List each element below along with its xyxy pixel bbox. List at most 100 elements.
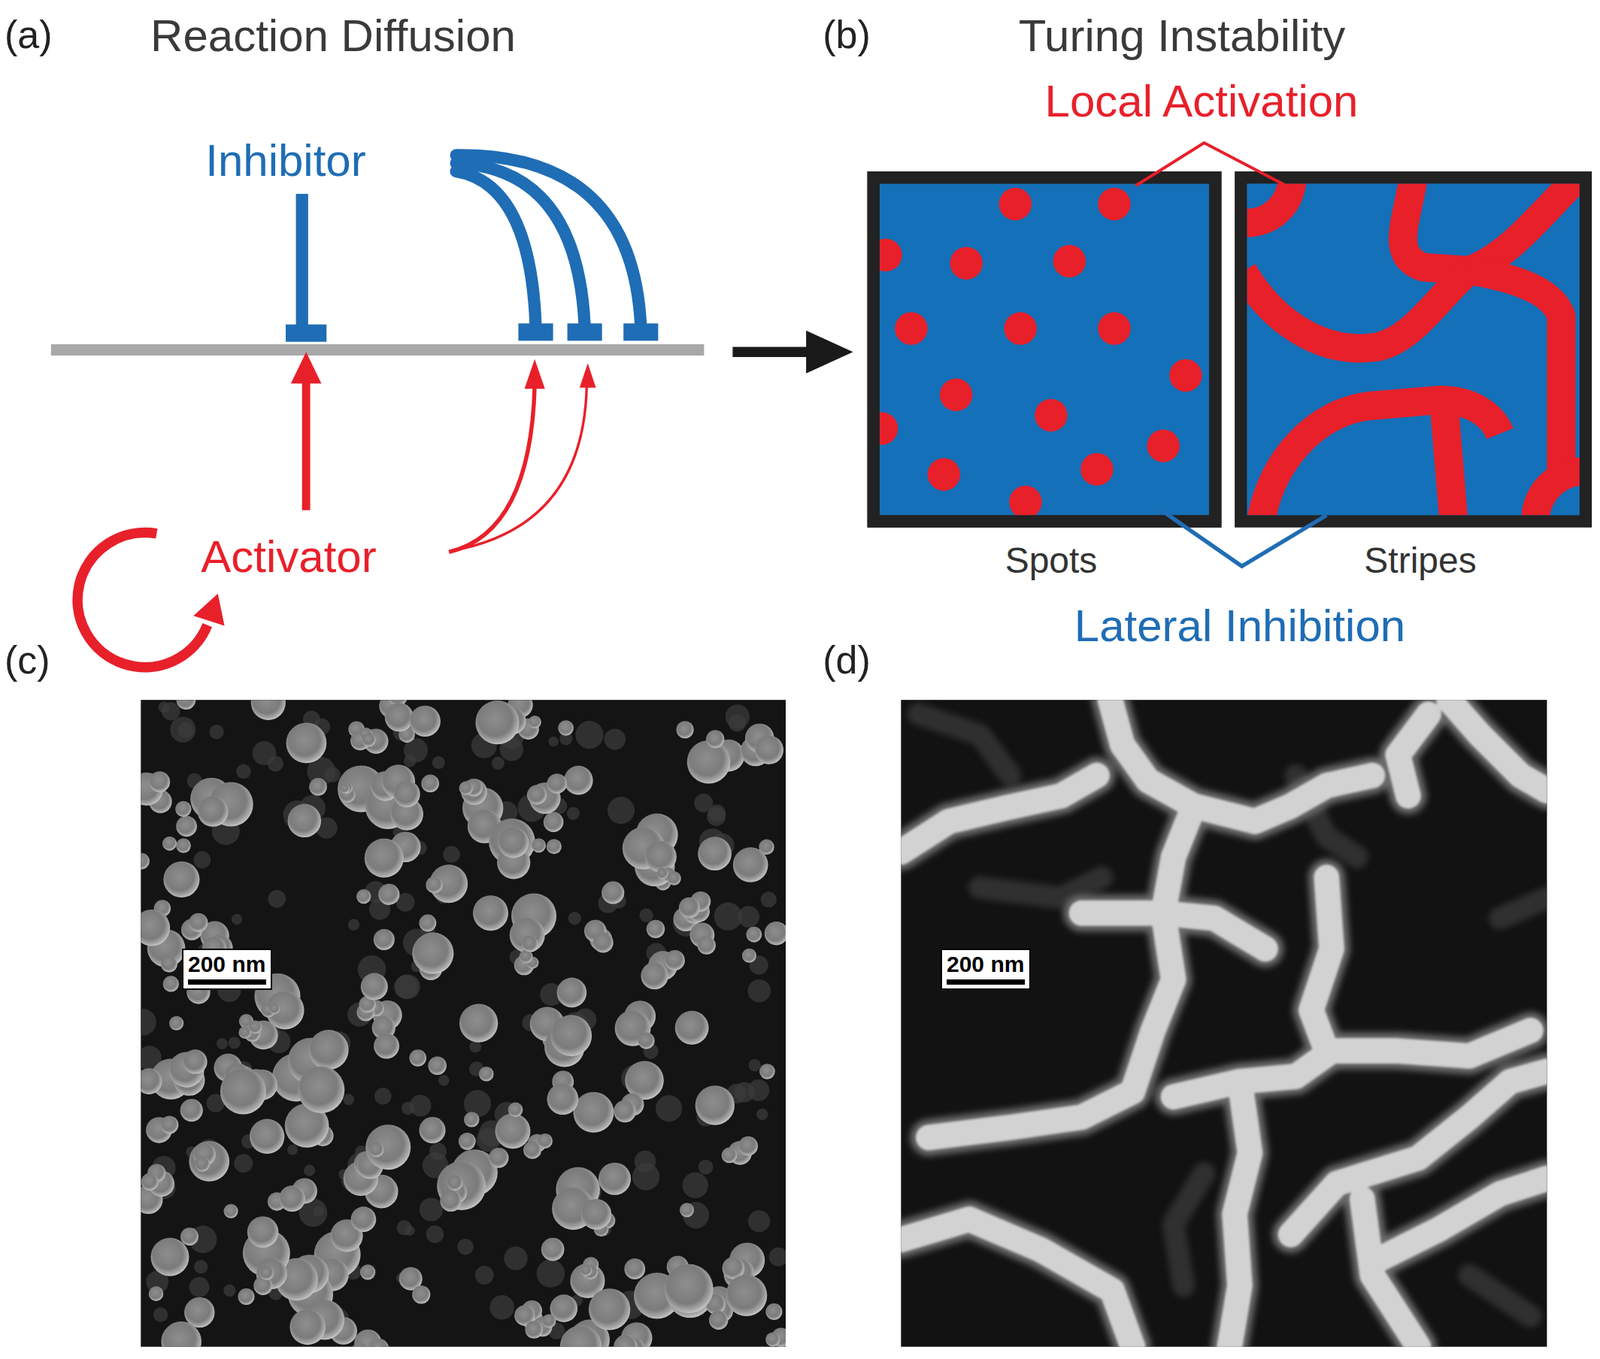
nanoparticle	[224, 1204, 239, 1219]
nanowire	[1110, 700, 1373, 822]
nanoparticle	[175, 838, 191, 854]
nanoparticle	[745, 927, 762, 943]
stripe	[1535, 471, 1580, 516]
background-grain	[409, 1095, 432, 1118]
background-grain	[429, 1142, 447, 1161]
stripe	[1403, 183, 1580, 270]
nanoparticle	[572, 1092, 614, 1134]
short-range-activation	[448, 385, 535, 552]
wire-halo	[1448, 700, 1547, 791]
nanoparticle	[378, 884, 400, 906]
self-activation-arrowhead	[193, 593, 225, 627]
nanoparticle	[339, 783, 350, 794]
background-grain	[348, 919, 360, 931]
nanoparticle	[141, 1173, 159, 1191]
background-grain	[223, 1284, 236, 1297]
nanoparticle	[675, 1011, 710, 1046]
stripe	[1246, 270, 1470, 349]
background-grain	[267, 890, 286, 909]
background-grain	[426, 1225, 445, 1244]
stripe	[1260, 400, 1500, 516]
nanowire	[928, 913, 1174, 1139]
nanoparticle	[365, 1124, 411, 1170]
nanoparticle	[463, 1112, 479, 1128]
sem-image-background	[900, 700, 1547, 1348]
spot	[1080, 453, 1113, 486]
nanoparticle	[412, 1285, 431, 1304]
nanoparticle	[163, 975, 179, 992]
wire-halo	[928, 913, 1174, 1139]
nanoparticle	[519, 950, 534, 964]
self-activation-loop	[77, 533, 208, 668]
background-grain	[395, 974, 421, 1000]
nanoparticle	[350, 1342, 372, 1348]
scale-bar-box: 200 nm	[940, 948, 1031, 991]
background-grain	[153, 1307, 169, 1323]
spot	[879, 239, 903, 272]
nanoparticle	[248, 1020, 263, 1034]
background-grain	[728, 714, 746, 732]
spot	[1034, 399, 1067, 432]
spot	[950, 246, 983, 279]
nanowire	[1163, 913, 1266, 950]
nanoparticle	[384, 703, 414, 732]
spot-pattern	[879, 187, 1203, 516]
background-grain	[655, 1095, 682, 1122]
nanoparticle	[509, 918, 546, 954]
nanoparticle	[472, 895, 509, 931]
nanoparticle	[598, 1163, 631, 1196]
nanoparticle	[427, 1057, 446, 1076]
spot	[939, 378, 973, 412]
stripe-pattern	[1246, 183, 1579, 516]
background-grain	[287, 1145, 298, 1156]
nanoparticle	[759, 1063, 776, 1080]
spot	[1169, 359, 1202, 392]
scale-bar-label: 200 nm	[946, 951, 1025, 977]
nanoparticle	[733, 847, 769, 883]
nanoparticle	[412, 933, 454, 975]
nanoparticle	[419, 915, 437, 933]
background-grain	[419, 1198, 443, 1222]
nanoparticle	[679, 1203, 694, 1218]
background-grain	[231, 914, 243, 925]
background-grain	[568, 912, 582, 925]
nanoparticle	[754, 736, 784, 765]
nanoparticle	[497, 827, 529, 858]
nanoparticle	[247, 1216, 279, 1249]
nanoparticle	[687, 740, 731, 785]
nanoparticle	[162, 836, 177, 852]
nanoparticle	[140, 909, 170, 947]
background-grain	[756, 1109, 768, 1121]
nanoparticle	[393, 781, 421, 809]
nanoparticle	[351, 1206, 377, 1233]
sem-image-background	[140, 700, 786, 1348]
nanoparticle	[148, 771, 170, 793]
faint-wire	[1469, 1275, 1531, 1317]
panel-letter: (b)	[822, 12, 871, 58]
nanoparticle	[409, 706, 441, 737]
background-grain	[303, 1165, 316, 1177]
background-grain	[216, 1038, 228, 1050]
nanoparticle	[297, 1066, 345, 1114]
spot	[879, 412, 898, 445]
nanoparticle	[697, 836, 732, 871]
nanoparticle	[175, 801, 191, 818]
stripes-frame	[1240, 177, 1586, 522]
spot	[1053, 245, 1086, 278]
inhibition-bar	[296, 193, 309, 329]
nanoparticle	[447, 1175, 464, 1191]
nanoparticle	[182, 1049, 207, 1074]
nanoparticle	[169, 1016, 184, 1031]
nanoparticle	[531, 838, 546, 853]
nanoparticle	[738, 1136, 758, 1157]
faint-wire	[1173, 1173, 1205, 1286]
nanowire	[1448, 700, 1547, 791]
nanoparticle	[140, 853, 150, 870]
nanoparticle	[148, 1286, 164, 1302]
background-grain	[228, 1036, 241, 1049]
background-grain	[469, 1041, 482, 1054]
nanoparticle	[706, 730, 725, 749]
nanoparticle	[543, 812, 564, 833]
faint-wire	[1500, 897, 1547, 919]
